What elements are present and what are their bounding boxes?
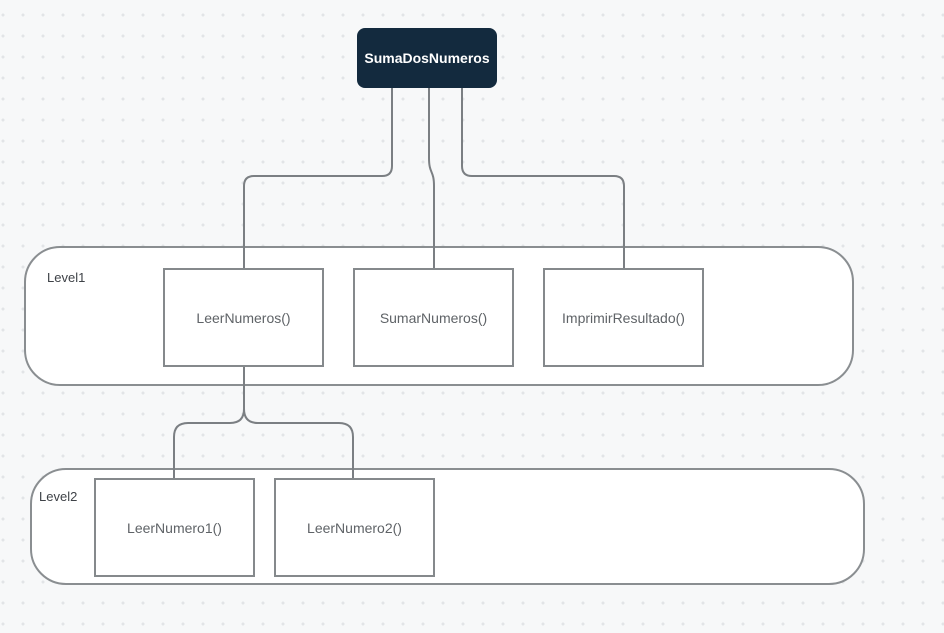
group-level2-label: Level2 bbox=[39, 489, 78, 504]
node-leernumero2[interactable]: LeerNumero2() bbox=[274, 478, 435, 577]
group-level1-label: Level1 bbox=[47, 270, 86, 285]
node-leernumeros[interactable]: LeerNumeros() bbox=[163, 268, 324, 367]
connector-root-to-sumarnumeros bbox=[428, 88, 435, 269]
node-sumadosnumeros[interactable]: SumaDosNumeros bbox=[357, 28, 497, 88]
node-imprimirresultado[interactable]: ImprimirResultado() bbox=[543, 268, 704, 367]
connector-root-to-leernumeros bbox=[243, 88, 393, 269]
node-sumarnumeros[interactable]: SumarNumeros() bbox=[353, 268, 514, 367]
connector-root-to-imprimirresultado bbox=[461, 88, 625, 269]
node-leernumero1[interactable]: LeerNumero1() bbox=[94, 478, 255, 577]
